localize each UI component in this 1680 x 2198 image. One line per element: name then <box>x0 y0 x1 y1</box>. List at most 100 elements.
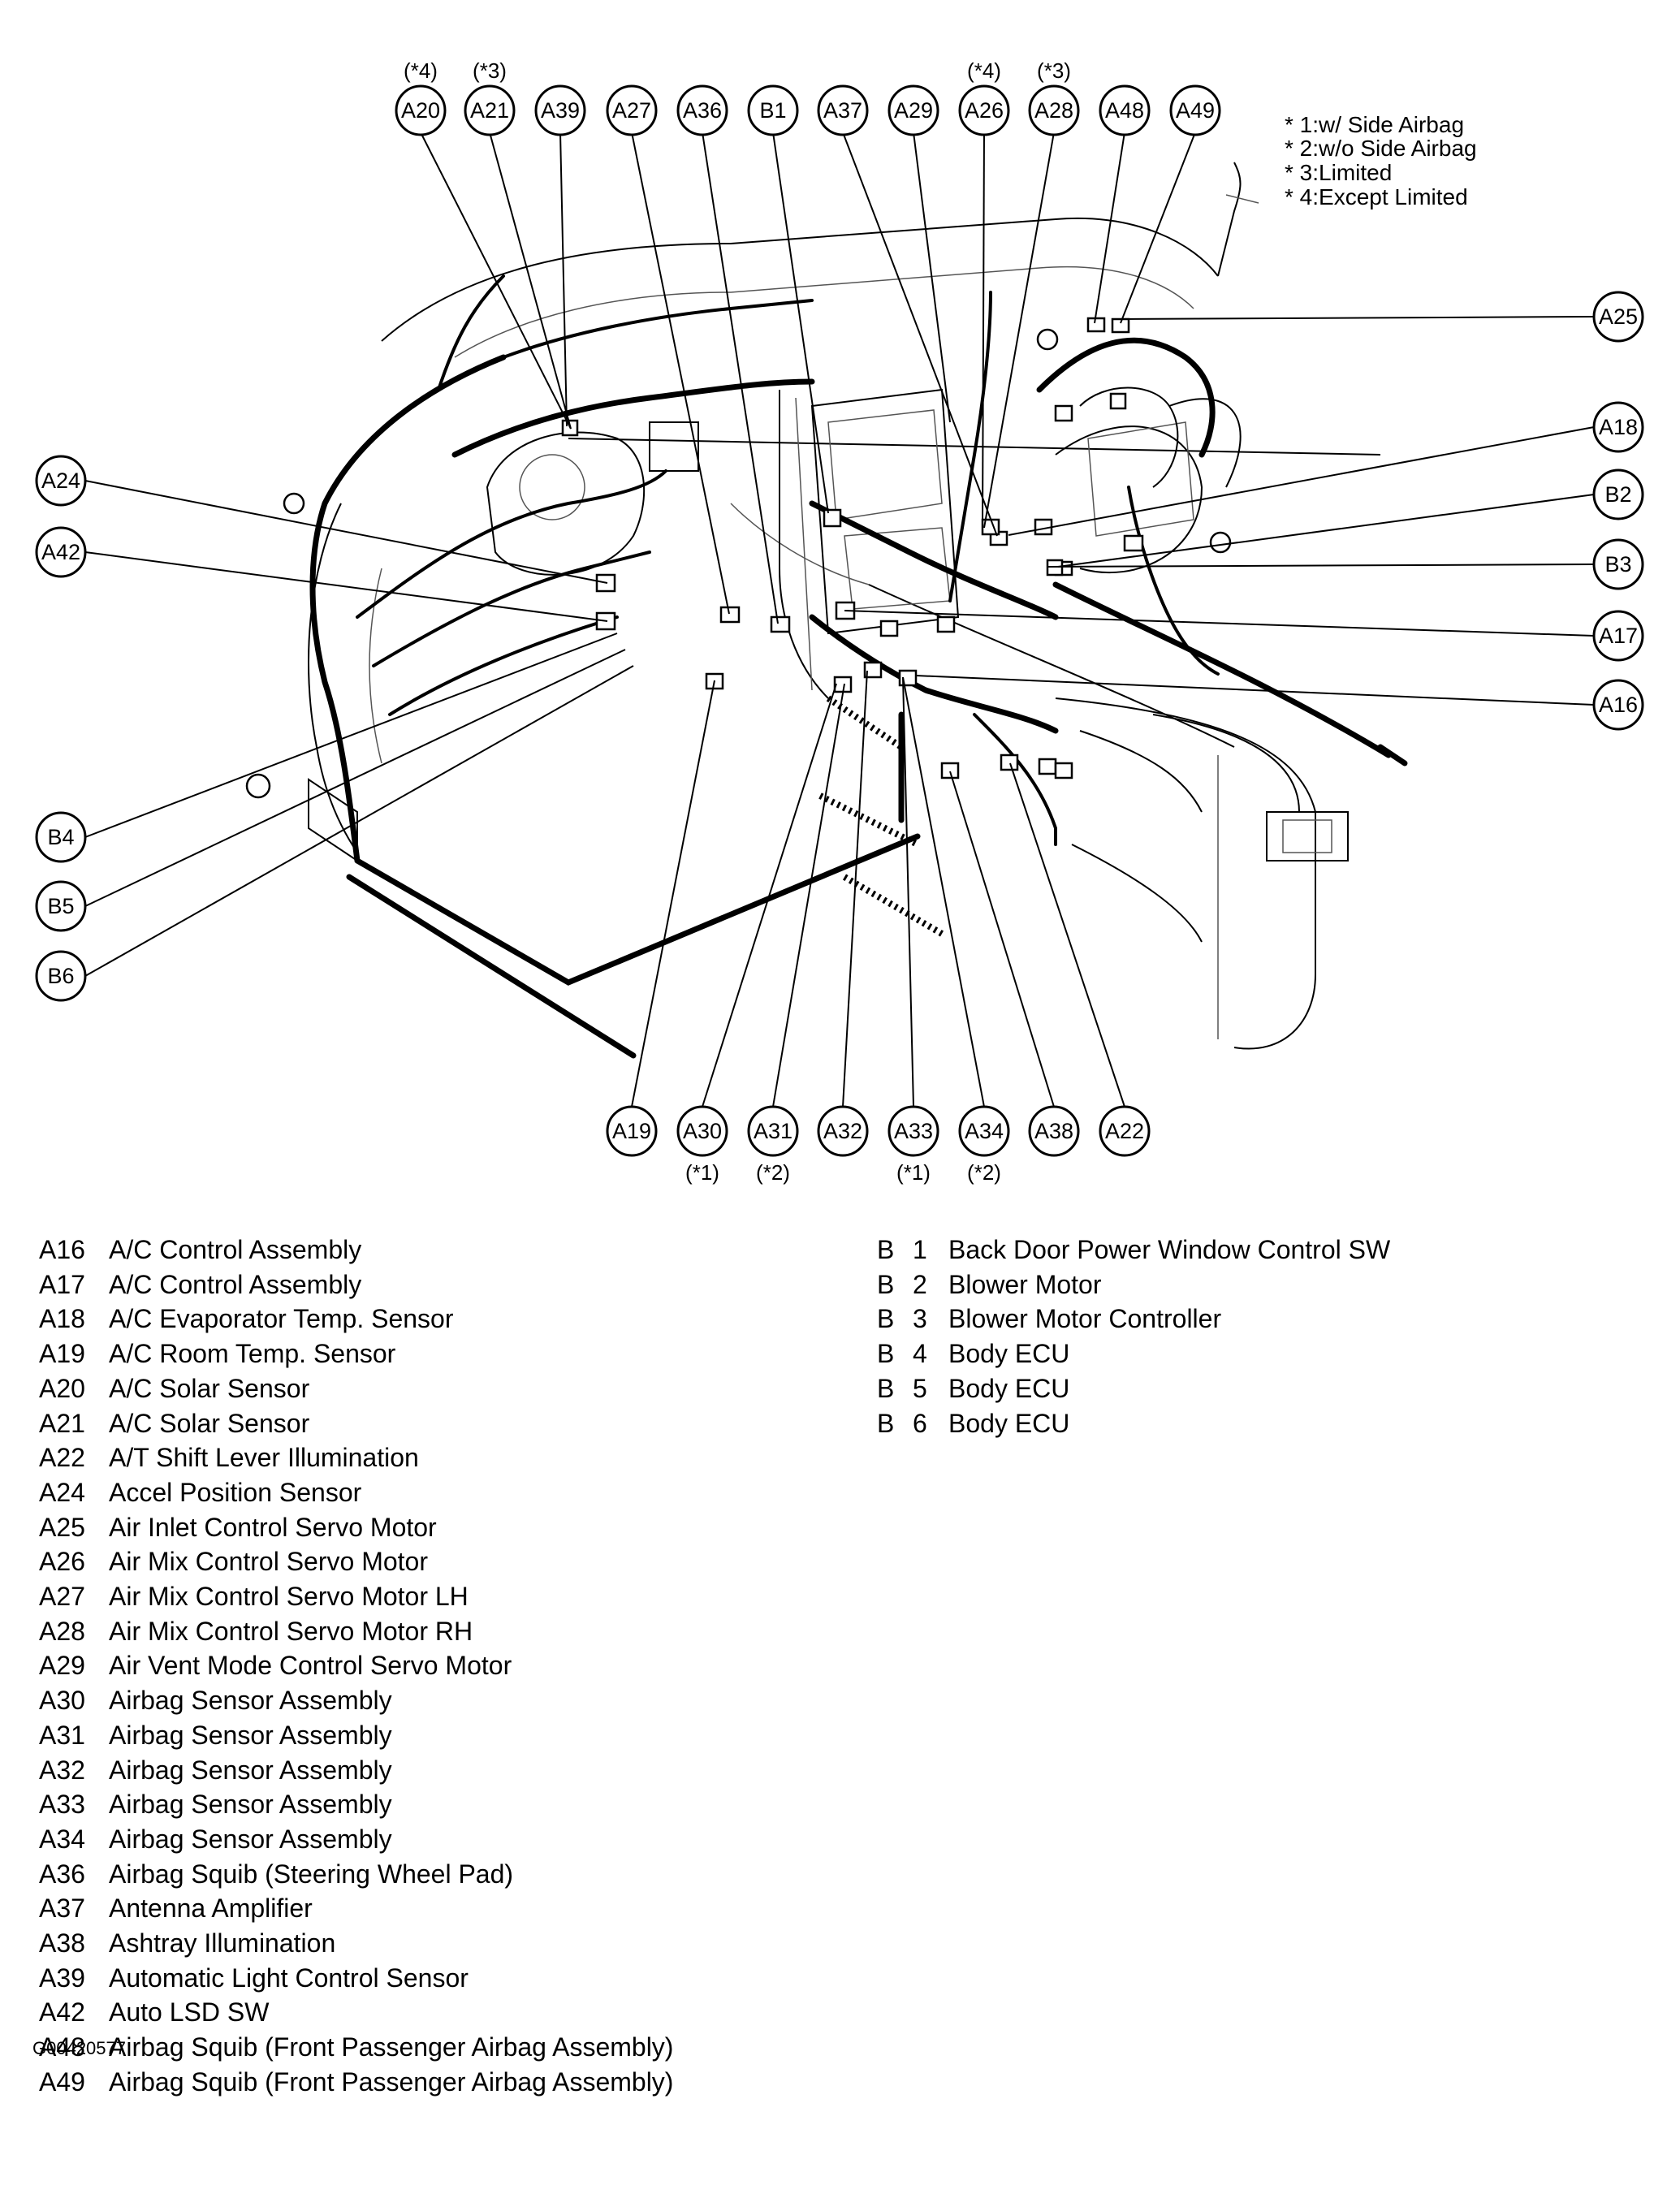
callout-note-a20: (*4) <box>404 58 438 83</box>
legend-description: Air Vent Mode Control Servo Motor <box>109 1651 512 1681</box>
callout-a18: A18 <box>1599 415 1638 439</box>
legend-description: Air Mix Control Servo Motor RH <box>109 1616 473 1646</box>
legend-description: Body ECU <box>948 1339 1070 1369</box>
legend-description: Blower Motor <box>948 1269 1102 1299</box>
top-callouts: (*4) (*3) (*4) (*3) A20 A21 A39 A27 A36 … <box>395 58 1221 136</box>
footnote-2: * 2:w/o Side Airbag <box>1285 136 1477 161</box>
callout-a33: A33 <box>894 1119 933 1143</box>
callout-note-a28: (*3) <box>1037 58 1071 83</box>
legend-description: Airbag Sensor Assembly <box>109 1790 392 1820</box>
callout-a32: A32 <box>823 1119 862 1143</box>
legend-description: Airbag Sensor Assembly <box>109 1720 392 1750</box>
callout-a22: A22 <box>1105 1119 1144 1143</box>
legend-description: Accel Position Sensor <box>109 1477 362 1507</box>
footnote-1: * 1:w/ Side Airbag <box>1285 112 1464 137</box>
callout-note-a34: (*2) <box>967 1160 1001 1185</box>
legend-code-letter: B <box>877 1304 895 1334</box>
wire-harness <box>309 274 1408 1059</box>
callout-a17: A17 <box>1599 624 1638 648</box>
legend-description: A/T Shift Lever Illumination <box>109 1443 419 1473</box>
callout-a49: A49 <box>1176 98 1215 123</box>
legend-code: A24 <box>39 1477 85 1507</box>
legend-description: Body ECU <box>948 1373 1070 1403</box>
footnote-4: * 4:Except Limited <box>1285 184 1468 209</box>
legend-code: A30 <box>39 1686 85 1716</box>
legend-description: Blower Motor Controller <box>948 1304 1222 1334</box>
legend-code-letter: B <box>877 1339 895 1369</box>
legend-description: Airbag Sensor Assembly <box>109 1755 392 1785</box>
legend-description: Airbag Squib (Front Passenger Airbag Ass… <box>109 2032 674 2062</box>
legend-code: A48 <box>39 2032 85 2062</box>
callout-a24: A24 <box>41 469 80 493</box>
legend-code: A21 <box>39 1408 85 1438</box>
legend-code: A22 <box>39 1443 85 1473</box>
legend-code: A37 <box>39 1894 85 1924</box>
callout-b6: B6 <box>47 964 74 988</box>
legend-code: A26 <box>39 1547 85 1577</box>
legend-row: A18 A/C Evaporator Temp. Sensor <box>36 1302 673 1337</box>
callout-a39: A39 <box>541 98 580 123</box>
legend-code-number: 4 <box>913 1339 927 1369</box>
legend-code-number: 2 <box>913 1269 927 1299</box>
legend-row: A37 Antenna Amplifier <box>36 1891 673 1926</box>
legend-code-letter: B <box>877 1235 895 1264</box>
callout-a37: A37 <box>823 98 862 123</box>
legend-description: Airbag Sensor Assembly <box>109 1686 392 1716</box>
callout-a27: A27 <box>612 98 651 123</box>
legend-code: A33 <box>39 1790 85 1820</box>
legend-code-number: 5 <box>913 1373 927 1403</box>
legend-description: A/C Solar Sensor <box>109 1373 310 1403</box>
legend-code: A27 <box>39 1582 85 1612</box>
leader-lines <box>84 132 1595 1108</box>
legend-description: A/C Evaporator Temp. Sensor <box>109 1304 454 1334</box>
legend-row: A30 Airbag Sensor Assembly <box>36 1683 673 1718</box>
callout-note-a30: (*1) <box>685 1160 719 1185</box>
legend-row: A48 Airbag Squib (Front Passenger Airbag … <box>36 2030 673 2065</box>
footnote-3: * 3:Limited <box>1285 160 1392 185</box>
legend-row: A49 Airbag Squib (Front Passenger Airbag … <box>36 2065 673 2100</box>
callout-note-a31: (*2) <box>756 1160 790 1185</box>
legend-description: Air Mix Control Servo Motor <box>109 1547 428 1577</box>
callout-note-a21: (*3) <box>473 58 507 83</box>
left-callouts: A24 A42 B4 B5 B6 <box>35 455 87 1002</box>
legend-code: A18 <box>39 1304 85 1334</box>
legend-description: Antenna Amplifier <box>109 1894 313 1924</box>
callout-a30: A30 <box>683 1119 722 1143</box>
legend-row: A22 A/T Shift Lever Illumination <box>36 1440 673 1475</box>
legend-description: Airbag Sensor Assembly <box>109 1824 392 1854</box>
legend-code: A49 <box>39 2066 85 2097</box>
connector-markers <box>245 317 1232 799</box>
legend-description: A/C Solar Sensor <box>109 1408 310 1438</box>
callout-note-a26: (*4) <box>967 58 1001 83</box>
legend-description: Back Door Power Window Control SW <box>948 1235 1391 1264</box>
legend-description: Body ECU <box>948 1408 1070 1438</box>
legend-row: A33 Airbag Sensor Assembly <box>36 1787 673 1822</box>
legend-code-number: 3 <box>913 1304 927 1334</box>
legend-code-letter: B <box>877 1408 895 1438</box>
legend-code-number: 6 <box>913 1408 927 1438</box>
connector-location-diagram: (*4) (*3) (*4) (*3) A20 A21 A39 A27 A36 … <box>35 58 1644 1185</box>
legend-description: Airbag Squib (Front Passenger Airbag Ass… <box>109 2066 674 2097</box>
legend-description: Auto LSD SW <box>109 1997 270 2027</box>
callout-a31: A31 <box>754 1119 792 1143</box>
callout-a28: A28 <box>1034 98 1073 123</box>
callout-a38: A38 <box>1034 1119 1073 1143</box>
legend-code: A17 <box>39 1269 85 1299</box>
legend-code: A36 <box>39 1859 85 1889</box>
footnotes: * 1:w/ Side Airbag * 2:w/o Side Airbag *… <box>1285 112 1477 209</box>
legend-code: A19 <box>39 1339 85 1369</box>
legend-code: A29 <box>39 1651 85 1681</box>
